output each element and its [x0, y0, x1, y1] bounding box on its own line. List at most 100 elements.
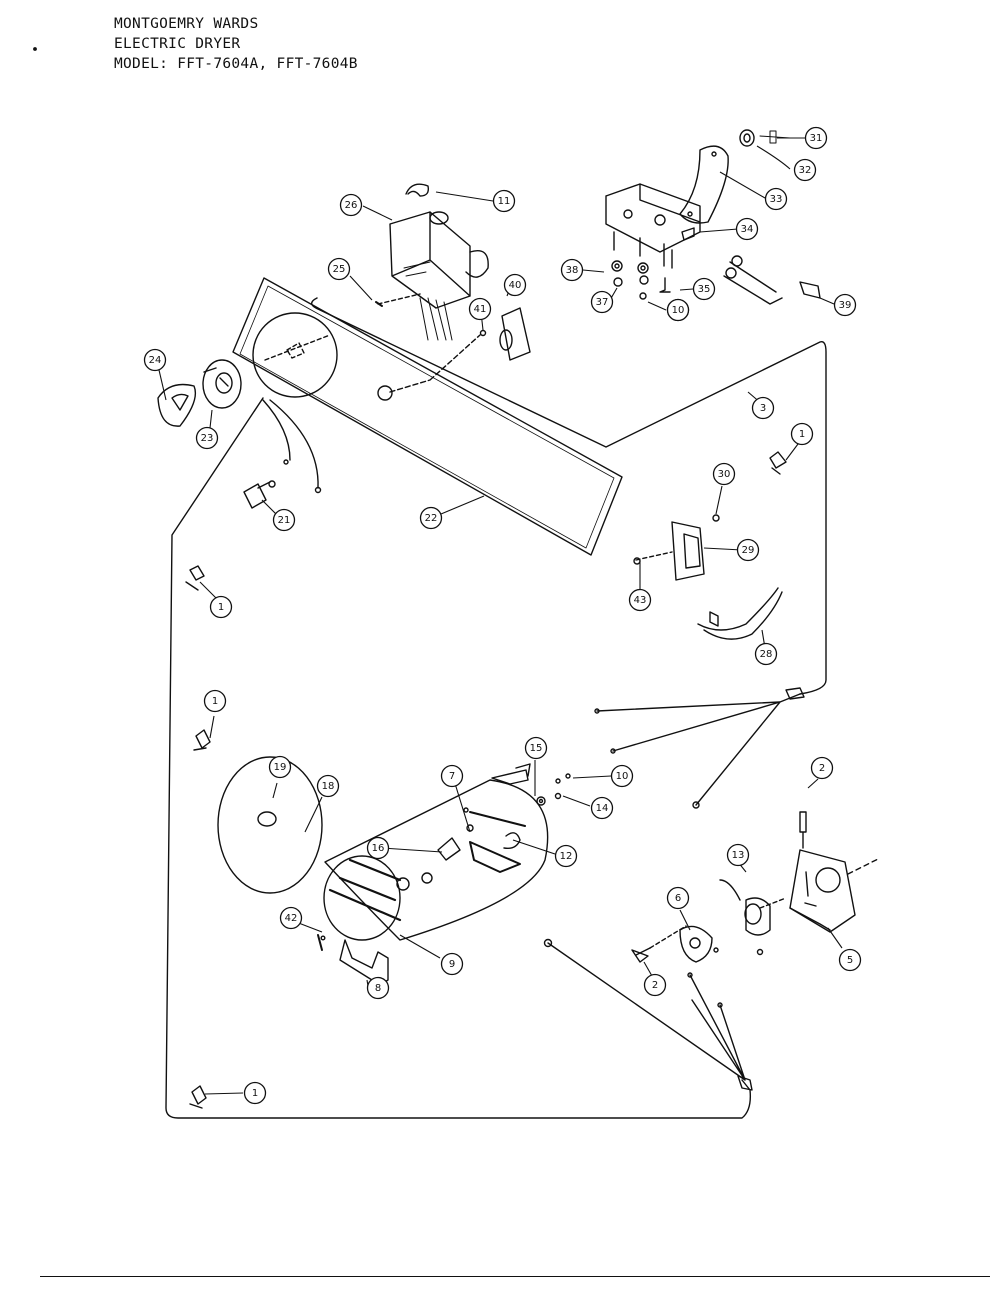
callout-number: 23 — [201, 433, 214, 444]
timer-module — [389, 211, 471, 309]
callout-circle — [643, 973, 667, 997]
callout-circle — [560, 258, 584, 282]
callout-circle — [243, 1081, 267, 1105]
callout-38: 38 — [560, 258, 584, 282]
wire-clip — [405, 183, 430, 197]
callout-7: 7 — [440, 764, 464, 788]
callout-circle — [143, 348, 167, 372]
callout-3: 3 — [751, 396, 775, 420]
wire-lead-assembly — [697, 587, 783, 640]
callout-circle — [203, 689, 227, 713]
callout-37: 37 — [590, 290, 614, 314]
callout-8: 8 — [366, 976, 390, 1000]
callout-circle — [838, 948, 862, 972]
callout-circle — [735, 217, 759, 241]
callout-29: 29 — [736, 538, 760, 562]
callout-34: 34 — [735, 217, 759, 241]
callout-15: 15 — [524, 736, 548, 760]
callout-number: 21 — [278, 515, 291, 526]
callout-circle — [419, 506, 443, 530]
callout-number: 2 — [819, 763, 825, 774]
callout-number: 26 — [345, 200, 358, 211]
callout-circle — [666, 298, 690, 322]
callout-circle — [440, 764, 464, 788]
wire-tie — [193, 729, 211, 751]
callout-30: 30 — [712, 462, 736, 486]
callout-number: 33 — [770, 194, 783, 205]
callout-number: 24 — [149, 355, 162, 366]
wire-tie — [769, 451, 787, 475]
motor-bolt — [799, 811, 807, 849]
callout-number: 19 — [274, 762, 287, 773]
callout-circle — [272, 508, 296, 532]
callout-number: 12 — [560, 851, 573, 862]
wire-terminal — [610, 748, 616, 754]
callout-42: 42 — [279, 906, 303, 930]
callout-number: 7 — [449, 771, 455, 782]
callout-number: 43 — [634, 595, 647, 606]
wire-terminal — [717, 1002, 723, 1008]
callout-circle — [279, 906, 303, 930]
callout-circle — [726, 843, 750, 867]
callout-22: 22 — [419, 506, 443, 530]
callout-number: 6 — [675, 893, 681, 904]
callout-circle — [790, 422, 814, 446]
timer-dial — [202, 359, 242, 409]
harness-branches — [547, 693, 801, 1081]
callout-circle — [492, 189, 516, 213]
callout-circle — [793, 158, 817, 182]
callout-circle — [666, 886, 690, 910]
harness-connector — [785, 687, 805, 700]
callout-circle — [751, 396, 775, 420]
callout-circle — [736, 538, 760, 562]
callout-12: 12 — [554, 844, 578, 868]
callout-23: 23 — [195, 426, 219, 450]
callout-19: 19 — [268, 755, 292, 779]
motor-pulley — [745, 897, 771, 936]
drum-support — [339, 939, 389, 986]
wire-terminal — [594, 708, 600, 714]
diagram-header: MONTGOEMRY WARDS ELECTRIC DRYER MODEL: F… — [114, 14, 358, 74]
callout-circle — [268, 755, 292, 779]
callout-1: 1 — [243, 1081, 267, 1105]
callout-number: 11 — [498, 196, 511, 207]
callout-circle — [503, 273, 527, 297]
control-panel — [232, 277, 623, 556]
callout-circle — [810, 756, 834, 780]
callout-circle — [327, 257, 351, 281]
callout-number: 10 — [616, 771, 629, 782]
footer-rule — [40, 1276, 990, 1277]
callout-number: 3 — [760, 403, 766, 414]
callout-5: 5 — [838, 948, 862, 972]
callout-circle — [554, 844, 578, 868]
dryer-drum — [324, 779, 549, 941]
drive-motor-mount — [789, 849, 856, 933]
callout-number: 42 — [285, 913, 298, 924]
sensor-bracket — [671, 521, 705, 581]
callout-number: 5 — [847, 955, 853, 966]
callout-16: 16 — [366, 836, 390, 860]
callout-24: 24 — [143, 348, 167, 372]
callout-circle — [440, 952, 464, 976]
callout-circle — [339, 193, 363, 217]
callout-circle — [316, 774, 340, 798]
callout-number: 1 — [218, 602, 224, 613]
callout-10: 10 — [610, 764, 634, 788]
callout-14: 14 — [590, 796, 614, 820]
callout-39: 39 — [833, 293, 857, 317]
terminal-block — [605, 183, 701, 253]
lamp-socket — [243, 481, 271, 509]
harness-connector — [737, 1075, 753, 1091]
callout-9: 9 — [440, 952, 464, 976]
callout-43: 43 — [628, 588, 652, 612]
callout-layer: 3132333435363738391011262540412423313029… — [143, 126, 862, 1105]
callout-1: 1 — [790, 422, 814, 446]
callout-number: 1 — [212, 696, 218, 707]
callout-number: 34 — [741, 224, 754, 235]
callout-circle — [833, 293, 857, 317]
callout-circle — [195, 426, 219, 450]
callout-number: 39 — [839, 300, 852, 311]
wire-tie — [185, 565, 205, 591]
callout-number: 1 — [252, 1088, 258, 1099]
